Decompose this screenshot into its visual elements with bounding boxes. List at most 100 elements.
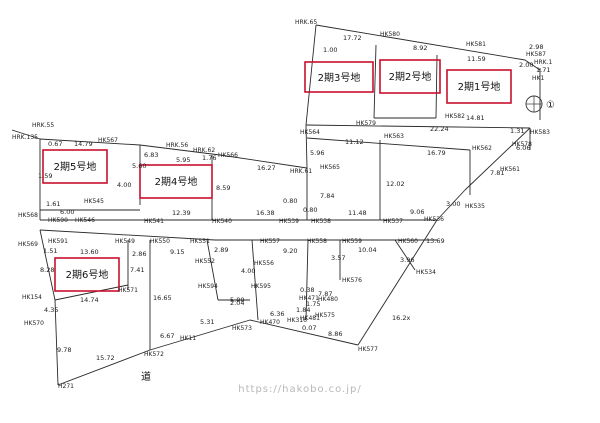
point-label: HRK.56 — [166, 142, 188, 149]
point-label: HK575 — [315, 312, 335, 319]
point-label: HK568 — [18, 212, 38, 219]
station-marker: ① — [525, 95, 555, 113]
lot-box-2ki-4[interactable] — [139, 164, 213, 199]
dimension-label: 16.38 — [256, 209, 275, 217]
lot-boxes — [42, 59, 512, 292]
lot-box-2ki-1[interactable] — [446, 69, 512, 104]
dimension-label: 6.36 — [270, 310, 284, 318]
point-label: HK594 — [198, 283, 218, 290]
dimension-label: 14.81 — [466, 114, 485, 122]
point-label: HK536 — [424, 216, 444, 223]
lot-box-2ki-5[interactable] — [42, 149, 108, 184]
point-label: HK560 — [398, 238, 418, 245]
point-label: HK587 — [526, 51, 546, 58]
lot-label-2ki-6: 2期6号地 — [66, 268, 109, 281]
dimension-label: 9.15 — [170, 248, 184, 256]
dimension-label: 3.57 — [331, 254, 345, 262]
point-label: HRK.62 — [193, 147, 215, 154]
point-label: HK541 — [144, 218, 164, 225]
dimension-label: 16.27 — [257, 164, 276, 172]
point-label: HK540 — [212, 218, 232, 225]
point-label: HK546 — [75, 217, 95, 224]
dimension-label: 8.28 — [40, 266, 54, 274]
point-label: HK562 — [472, 145, 492, 152]
lot-box-2ki-6[interactable] — [54, 257, 120, 292]
dimension-label: 4.00 — [117, 181, 131, 189]
point-label: HK583 — [530, 129, 550, 136]
point-label: HK572 — [144, 351, 164, 358]
point-label: HRK.55 — [32, 122, 54, 129]
dimension-label: 7.84 — [320, 192, 334, 200]
road-label: 道 — [141, 370, 151, 383]
point-label: HK566 — [218, 152, 238, 159]
point-label: HK558 — [307, 238, 327, 245]
dimension-label: 14.79 — [74, 140, 93, 148]
point-label: HK590 — [48, 217, 68, 224]
dimension-label: 1.00 — [323, 46, 337, 54]
dimension-label: 2.86 — [132, 250, 146, 258]
point-label: HK539 — [279, 218, 299, 225]
lot-label-2ki-3: 2期3号地 — [318, 71, 361, 84]
dimension-label: 7.41 — [130, 266, 144, 274]
dimension-label: 0.80 — [283, 197, 297, 205]
dimension-label: 13.69 — [426, 237, 445, 245]
point-label: HK537 — [383, 218, 403, 225]
dimension-label: 0.38 — [300, 286, 314, 294]
point-label: HRK.135 — [12, 134, 38, 141]
point-label: HK481 — [300, 315, 320, 322]
point-label: HK577 — [358, 346, 378, 353]
dimension-label: 1.61 — [46, 200, 60, 208]
point-label: HK561 — [500, 166, 520, 173]
dimension-label: 1.51 — [43, 247, 57, 255]
point-label: HK570 — [24, 320, 44, 327]
point-label: HK480 — [318, 296, 338, 303]
dimension-label: 1.76 — [202, 154, 216, 162]
dimension-label: 9.06 — [410, 208, 424, 216]
lot-box-2ki-3[interactable] — [304, 61, 374, 93]
dimension-label: 15.72 — [96, 354, 115, 362]
point-label: HK470 — [260, 319, 280, 326]
dimension-label: 9.20 — [283, 247, 297, 255]
dimension-label: 6.83 — [144, 151, 158, 159]
dimension-label: 12.39 — [172, 209, 191, 217]
dimension-label: 8.86 — [328, 330, 342, 338]
point-label: HK565 — [320, 164, 340, 171]
dimension-label: 4.00 — [241, 267, 255, 275]
point-label: HK535 — [465, 203, 485, 210]
watermark-text: https://hakobo.co.jp/ — [238, 384, 361, 395]
point-label: HK556 — [254, 260, 274, 267]
point-label: HK591 — [48, 238, 68, 245]
dimension-label: 1.75 — [306, 300, 320, 308]
dimension-label: 11.48 — [348, 209, 367, 217]
point-label: HK569 — [18, 241, 38, 248]
dimension-label: 9.78 — [57, 346, 71, 354]
lot-label-2ki-2: 2期2号地 — [389, 70, 432, 83]
dimension-label: 2.00 — [519, 61, 533, 69]
dimension-label: 11.12 — [345, 138, 364, 146]
dimension-label: 12.02 — [386, 180, 405, 188]
dimension-label: 2.98 — [529, 43, 543, 51]
dimension-label: 5.00 — [230, 296, 244, 304]
lot-box-2ki-2[interactable] — [379, 59, 441, 94]
dimension-label: 1.71 — [536, 66, 550, 74]
point-label: HK534 — [416, 269, 436, 276]
dimension-label: 5.96 — [310, 149, 324, 157]
dimension-label: 5.95 — [176, 156, 190, 164]
point-label: HK549 — [115, 238, 135, 245]
dimension-label: 7.81 — [490, 169, 504, 177]
point-label: HRK.1 — [534, 59, 553, 66]
point-label: HK154 — [22, 294, 42, 301]
dimension-label: 17.72 — [343, 34, 362, 42]
lot-labels: 2期3号地 2期2号地 2期1号地 2期5号地 2期4号地 2期6号地 — [54, 70, 501, 281]
point-label: HK550 — [150, 238, 170, 245]
dimension-label: 5.31 — [200, 318, 214, 326]
point-label: HRK.65 — [295, 19, 317, 26]
dimension-label: 7.87 — [318, 290, 332, 298]
dimension-label: 10.04 — [358, 246, 377, 254]
dimension-labels: 1.00 17.72 8.92 11.59 2.98 2.00 1.71 14.… — [38, 34, 550, 362]
point-label: HK11 — [180, 335, 196, 342]
point-label: HK567 — [98, 137, 118, 144]
dimension-label: 0.07 — [302, 324, 316, 332]
point-label: HK576 — [342, 277, 362, 284]
